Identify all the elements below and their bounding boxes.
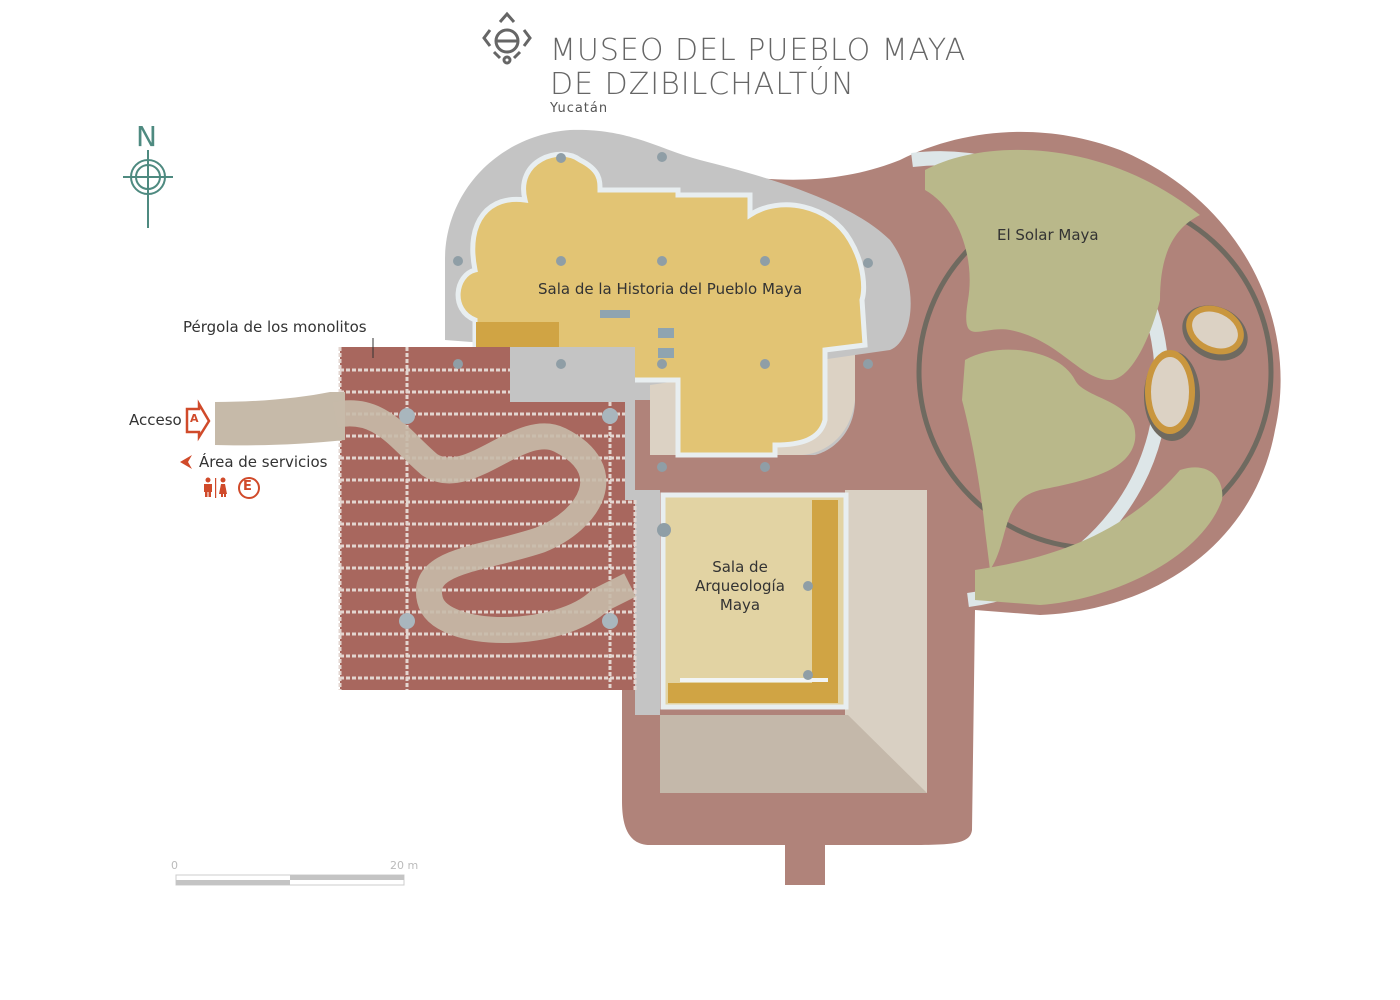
pergola-gap [625, 400, 635, 500]
north-label: N [136, 120, 157, 153]
serpentine-path [332, 400, 636, 643]
annex-roof [660, 715, 927, 793]
label-sala-historia[interactable]: Sala de la Historia del Pueblo Maya [538, 280, 803, 298]
display-case [658, 348, 674, 358]
scale-end: 20 m [390, 859, 419, 872]
access-icon[interactable] [185, 399, 211, 442]
label-pergola[interactable]: Pérgola de los monolitos [183, 318, 367, 336]
label-servicios[interactable]: Área de servicios [199, 453, 328, 471]
access-path [215, 392, 345, 446]
scale-bar [175, 874, 405, 886]
gold-wall [668, 683, 838, 703]
garden-patch [975, 467, 1223, 605]
exit-icon [238, 477, 260, 499]
hut [1151, 357, 1189, 427]
access-icon-letter: A [190, 412, 199, 425]
gold-block [476, 322, 559, 347]
columns [399, 408, 618, 629]
restroom-icon [204, 477, 227, 498]
exit-icon-letter: E [243, 479, 252, 494]
garden-patch [925, 149, 1200, 380]
display-case [658, 328, 674, 338]
subtitle: Yucatán [550, 101, 609, 116]
label-acceso[interactable]: Acceso [129, 411, 182, 429]
maya-glyph-logo [482, 11, 532, 65]
display-case [680, 678, 828, 682]
pergola-gap [510, 347, 635, 402]
garden-patch [962, 349, 1136, 570]
label-solar-maya[interactable]: El Solar Maya [997, 226, 1099, 244]
display-case [600, 310, 630, 318]
north-arrow-icon [123, 150, 173, 228]
scale-start: 0 [171, 859, 178, 872]
gold-wall [812, 500, 838, 700]
services-arrow-icon [180, 455, 192, 469]
hut [1192, 311, 1238, 349]
pillars [453, 152, 873, 680]
